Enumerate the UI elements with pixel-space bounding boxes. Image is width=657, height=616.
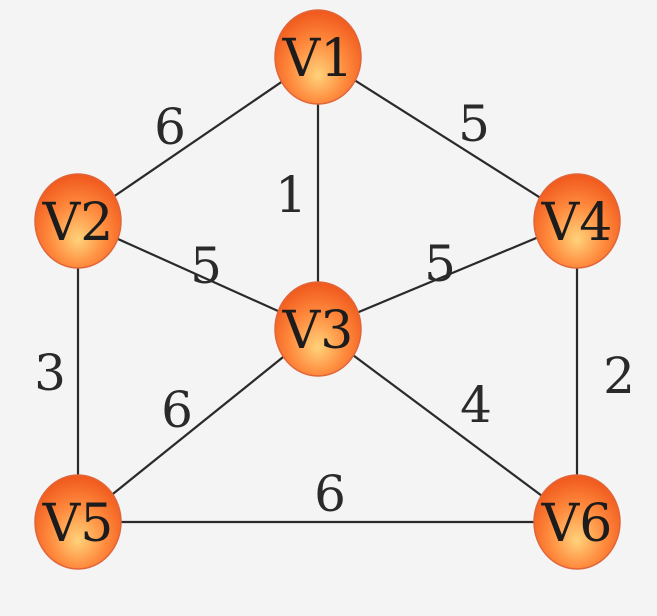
node-circle bbox=[533, 474, 621, 570]
node-circle bbox=[274, 9, 362, 105]
edge-v3-v5 bbox=[77, 328, 319, 523]
edge-weight-v3-v5: 6 bbox=[161, 381, 193, 439]
edge-weight-v4-v6: 2 bbox=[603, 347, 635, 405]
node-v6: V6 bbox=[533, 474, 621, 570]
node-v2: V2 bbox=[34, 173, 122, 269]
node-label: V2 bbox=[42, 193, 114, 253]
node-v3: V3 bbox=[274, 281, 362, 377]
edge-weight-v1-v2: 6 bbox=[154, 98, 186, 156]
node-circle bbox=[274, 281, 362, 377]
node-label: V6 bbox=[541, 494, 613, 554]
edge-weight-v5-v6: 6 bbox=[314, 465, 346, 523]
edge-weight-v3-v6: 4 bbox=[460, 376, 492, 434]
edge-v1-v2 bbox=[77, 56, 319, 222]
node-v4: V4 bbox=[533, 173, 621, 269]
node-circle bbox=[533, 173, 621, 269]
edge-weight-v1-v4: 5 bbox=[458, 95, 490, 153]
node-circle bbox=[34, 474, 122, 570]
node-v1: V1 bbox=[274, 9, 362, 105]
edge-weight-v2-v5: 3 bbox=[34, 344, 66, 402]
edge-v3-v4 bbox=[317, 219, 578, 331]
edge-weight-v3-v4: 5 bbox=[424, 235, 456, 293]
edge-v3-v6 bbox=[317, 328, 578, 523]
node-v5: V5 bbox=[34, 474, 122, 570]
edge-weight-v2-v3: 5 bbox=[190, 237, 222, 295]
node-circle bbox=[34, 173, 122, 269]
edge-weight-v1-v3: 1 bbox=[275, 166, 307, 224]
node-label: V5 bbox=[42, 494, 114, 554]
edge-v1-v4 bbox=[317, 56, 578, 222]
node-label: V4 bbox=[541, 193, 613, 253]
node-label: V1 bbox=[282, 29, 354, 89]
node-label: V3 bbox=[282, 301, 354, 361]
